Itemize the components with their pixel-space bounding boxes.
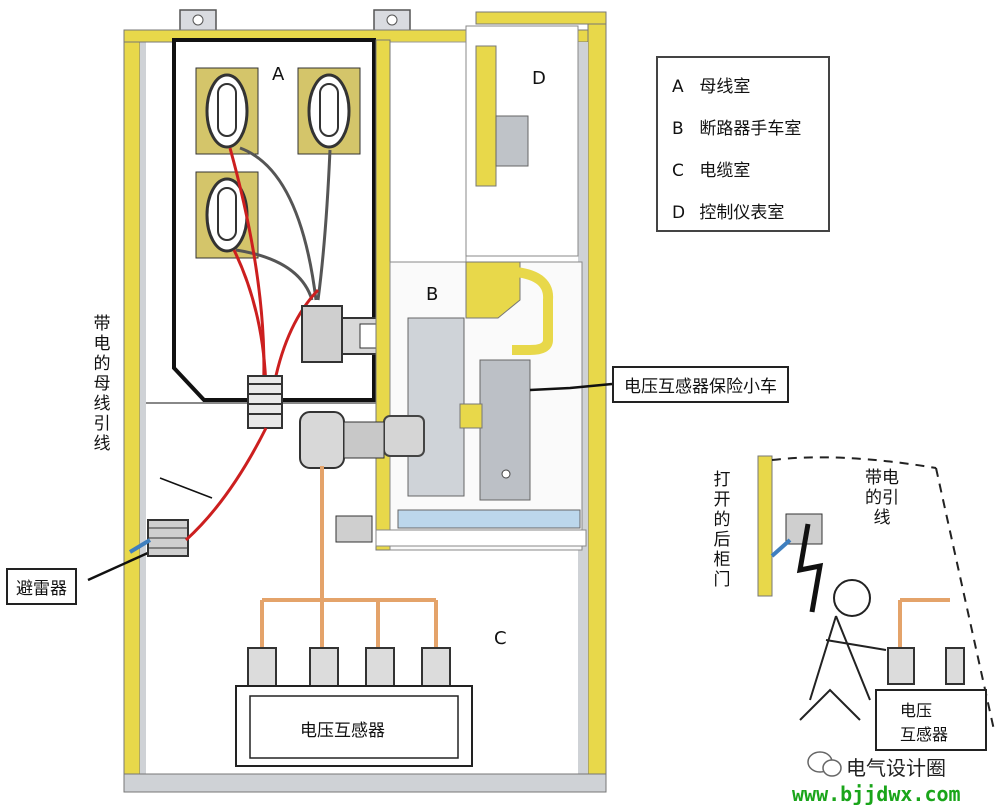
label-b: B [426, 284, 438, 305]
watermark-name: 电气设计圈 [846, 756, 946, 780]
pt-fuse-assembly [299, 411, 385, 600]
label-a: A [272, 64, 285, 85]
cable-room-c: 电压互感器 C [235, 598, 507, 767]
inset-pt-line2: 互感器 [900, 725, 948, 744]
inset-pt-line1: 电压 [900, 701, 932, 720]
label-d: D [532, 68, 546, 89]
legend-box: A 母线室 B 断路器手车室 C 电缆室 D 控制仪表室 [656, 56, 830, 232]
control-room-d: D [385, 25, 579, 263]
callout-live-busbar-lead: 带电的母线引线 [93, 314, 111, 454]
inset-rear-door: 电压 互感器 [757, 455, 995, 751]
legend-item-a: A 母线室 [672, 77, 751, 97]
watermark-icon [807, 751, 842, 777]
bushing-top-left [195, 67, 259, 155]
pt-main-label: 电压互感器 [300, 721, 385, 741]
surge-arrester [128, 427, 373, 557]
callout-pt-fuse-truck: 电压互感器保险小车 [612, 366, 789, 403]
label-c: C [494, 628, 507, 649]
legend-item-d: D 控制仪表室 [672, 203, 785, 223]
callout-live-lead-inset: 带电的引线 [865, 468, 899, 528]
bushing-top-right [297, 67, 361, 155]
bushing-lower-left [195, 171, 259, 259]
current-transformer-coil [247, 375, 283, 429]
legend-item-c: C 电缆室 [672, 161, 751, 181]
watermark-url: www.bjjdwx.com [792, 782, 961, 806]
callout-arrester: 避雷器 [6, 568, 77, 605]
pt-insulators [247, 647, 451, 687]
legend-item-b: B 断路器手车室 [672, 119, 802, 139]
leader-lines [87, 382, 613, 582]
callout-open-rear-door: 打开的后柜门 [713, 470, 731, 590]
